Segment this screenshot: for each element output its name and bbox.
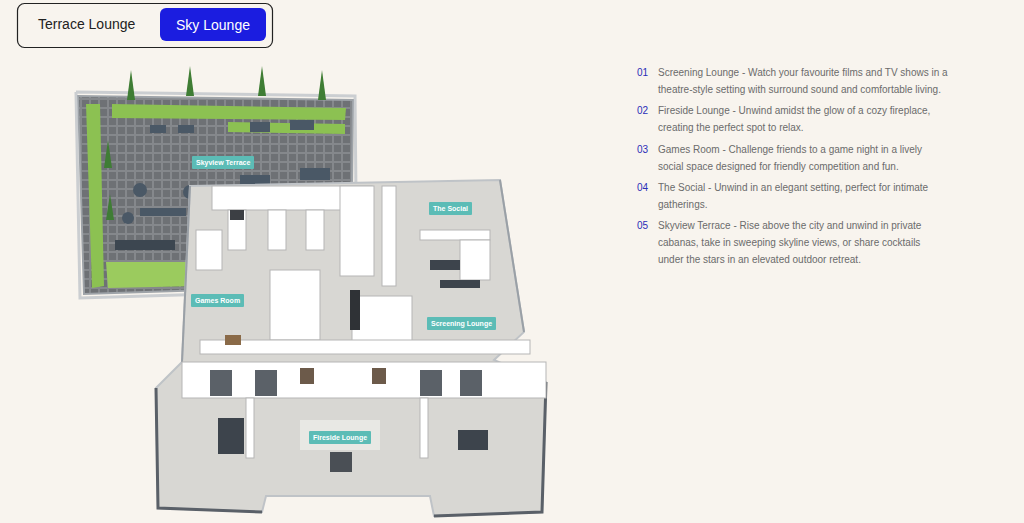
room-description: The Social - Unwind in an elegant settin… (658, 179, 948, 213)
room-tag: Screening Lounge (427, 317, 496, 330)
callout-number: 03 (637, 141, 648, 158)
room-description: Screening Lounge - Watch your favourite … (658, 64, 948, 98)
tab-button: Terrace Lounge (38, 16, 135, 32)
room-description: Skyview Terrace - Rise above the city an… (658, 217, 948, 268)
callout-number: 01 (637, 64, 648, 81)
callout-number: 02 (637, 102, 648, 119)
node-text: Skyview Terrace (196, 159, 250, 166)
room-tag: The Social (429, 202, 472, 215)
node-text: Terrace Lounge (38, 16, 135, 32)
tab-button-active: Sky Lounge (160, 8, 266, 41)
node-text: Fireside Lounge (313, 434, 367, 441)
room-description: Games Room - Challenge friends to a game… (658, 141, 948, 175)
node-text: Screening Lounge (431, 320, 492, 327)
room-tag: Games Room (191, 294, 244, 307)
node-text: The Social (433, 205, 468, 212)
room-description: Fireside Lounge - Unwind amidst the glow… (658, 102, 948, 136)
callout-number: 05 (637, 217, 648, 234)
node-text: Sky Lounge (176, 17, 250, 33)
room-tag: Skyview Terrace (192, 156, 254, 169)
callout-number: 04 (637, 179, 648, 196)
room-tag: Fireside Lounge (309, 431, 371, 444)
node-text: Games Room (195, 297, 240, 304)
